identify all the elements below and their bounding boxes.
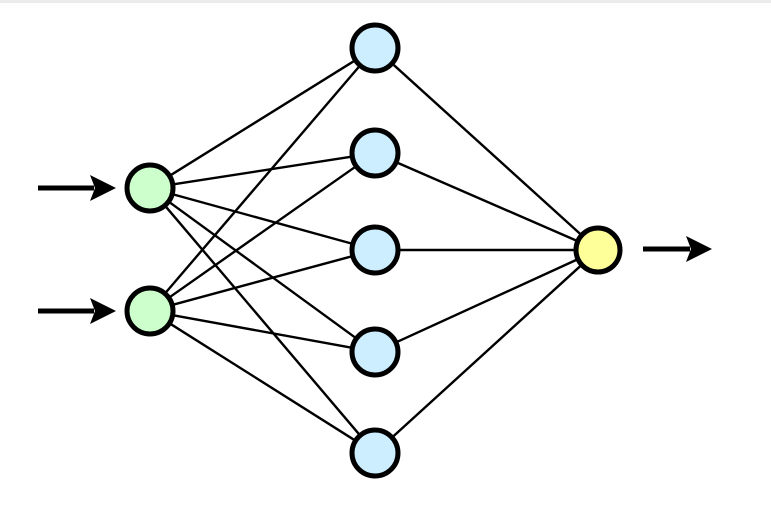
- nodes-group: [124, 22, 623, 479]
- node-o1[interactable]: [573, 225, 623, 275]
- edge-i2-h5: [169, 322, 356, 442]
- node-i2[interactable]: [124, 285, 176, 337]
- input-arrow-bottom-head: [90, 298, 116, 324]
- node-h4[interactable]: [349, 326, 401, 378]
- node-h5[interactable]: [349, 427, 401, 479]
- node-h1[interactable]: [349, 22, 401, 74]
- edge-h4-o1: [396, 258, 578, 344]
- edge-i1-h4: [168, 201, 357, 339]
- edge-h1-o1: [391, 63, 582, 236]
- edge-h5-o1: [391, 264, 582, 438]
- edge-i2-h3: [172, 255, 353, 306]
- edge-i1-h1: [169, 59, 356, 177]
- output-arrow-head: [686, 236, 712, 262]
- edge-i2-h2: [168, 165, 357, 299]
- node-h3[interactable]: [349, 224, 401, 276]
- top-edge-strip: [0, 0, 771, 3]
- edges-group: [164, 59, 582, 442]
- edge-i1-h5: [164, 205, 361, 436]
- edge-h2-o1: [396, 161, 578, 242]
- edge-i2-h1: [164, 65, 361, 294]
- input-arrow-top-head: [90, 175, 116, 201]
- edge-i2-h4: [172, 314, 353, 349]
- edge-i1-h3: [172, 193, 353, 245]
- io-arrows-group: [38, 175, 712, 324]
- edge-i1-h2: [173, 155, 352, 186]
- node-h2[interactable]: [349, 127, 401, 179]
- node-i1[interactable]: [124, 162, 176, 214]
